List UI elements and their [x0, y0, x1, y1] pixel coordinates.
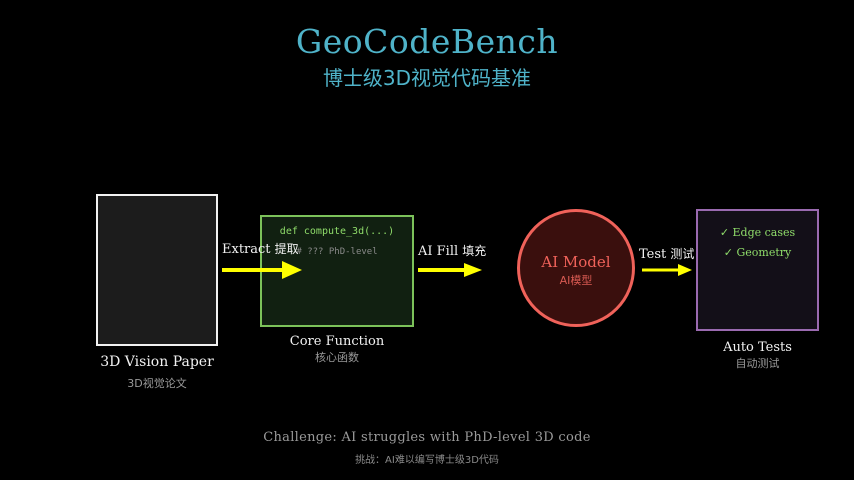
paper-label: 3D Vision Paper: [100, 354, 214, 370]
ai-model-label: AI Model: [541, 253, 611, 271]
core-code-line-2: # ??? PhD-level: [296, 247, 378, 257]
challenge-text-cn: 挑战：AI难以编写博士级3D代码: [355, 455, 499, 466]
arrow-extract: [222, 261, 302, 279]
core-function-sublabel: 核心函数: [315, 351, 359, 364]
diagram-subtitle: 博士级3D视觉代码基准: [322, 66, 532, 90]
core-code-line-1: def compute_3d(...): [279, 226, 395, 237]
paper-node: [96, 194, 218, 346]
diagram-title: GeoCodeBench: [295, 22, 559, 61]
auto-tests-sublabel: 自动测试: [735, 357, 780, 370]
test-item-geometry: ✓ Geometry: [723, 246, 792, 259]
challenge-text: Challenge: AI struggles with PhD-level 3…: [263, 430, 591, 445]
edge-label-extract-en: Extract: [222, 242, 271, 257]
ai-model-node: [517, 209, 635, 327]
edge-label-fill: AI Fill 填充: [418, 242, 486, 259]
auto-tests-label: Auto Tests: [723, 340, 792, 355]
ai-model-sublabel: AI模型: [559, 274, 593, 287]
core-function-node: [260, 215, 414, 327]
auto-tests-node: [696, 209, 819, 331]
edge-label-fill-en: AI Fill: [418, 244, 459, 259]
edge-label-extract-cn: 提取: [274, 242, 299, 256]
edge-label-test: Test 测试: [639, 245, 694, 262]
edge-label-extract: Extract 提取: [222, 240, 299, 257]
edge-label-fill-cn: 填充: [462, 244, 487, 258]
test-item-edge-cases: ✓ Edge cases: [719, 226, 796, 239]
arrow-fill: [418, 263, 482, 277]
edge-label-test-en: Test: [639, 247, 667, 262]
core-function-label: Core Function: [289, 334, 385, 349]
edge-label-test-cn: 测试: [670, 247, 695, 261]
arrow-test: [642, 264, 692, 276]
paper-sublabel: 3D视觉论文: [127, 377, 187, 390]
